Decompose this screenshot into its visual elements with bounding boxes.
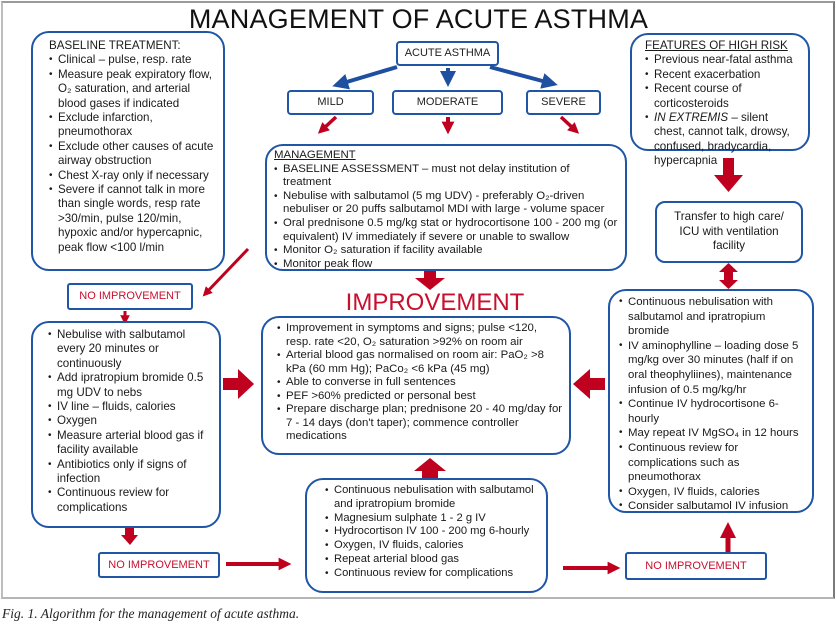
list-item: Continuous review for complications such… [619,441,808,485]
step4-right-box: Continuous nebulisation with salbutamol … [608,289,814,514]
mild-label: MILD [317,96,344,109]
step2-list: Nebulise with salbutamol every 20 minute… [48,328,213,515]
list-item: Magnesium sulphate 1 - 2 g IV [325,512,542,526]
management-list: BASELINE ASSESSMENT – must not delay ins… [274,163,619,272]
figure-caption: Fig. 1. Algorithm for the management of … [2,606,300,621]
transfer-box: Transfer to high care/ ICU with ventilat… [655,201,803,263]
no-improvement-box-1: NO IMPROVEMENT [67,283,193,310]
list-item: Exclude other causes of acute airway obs… [49,140,217,169]
step4-list: Continuous nebulisation with salbutamol … [619,295,808,514]
moderate-label: MODERATE [416,96,479,109]
step3-bottom-box: Continuous nebulisation with salbutamol … [305,478,548,593]
baseline-list: Clinical – pulse, resp. rate Measure pea… [49,53,217,255]
high-risk-heading: FEATURES OF HIGH RISK [645,39,788,52]
list-item: Oxygen, IV fluids, calories [619,485,808,500]
management-box: MANAGEMENT BASELINE ASSESSMENT – must no… [265,144,627,271]
no-improvement-label: NO IMPROVEMENT [108,558,210,571]
list-item: Recent exacerbation [645,68,802,83]
transfer-label: Transfer to high care/ ICU with ventilat… [674,210,784,253]
list-item: BASELINE ASSESSMENT – must not delay ins… [274,163,619,190]
list-item: Prepare discharge plan; prednisone 20 - … [277,403,563,444]
improvement-list: Improvement in symptoms and signs; pulse… [277,322,563,444]
list-item: Nebulise with salbutamol (5 mg UDV) - pr… [274,190,619,217]
severe-label: SEVERE [541,96,586,109]
step3-list: Continuous nebulisation with salbutamol … [325,484,542,581]
baseline-treatment-box: BASELINE TREATMENT: Clinical – pulse, re… [31,31,225,271]
list-item: Continuous review for complications [48,486,213,515]
list-item: Oxygen, IV fluids, calories [325,539,542,553]
list-item: Continue IV hydrocortisone 6-hourly [619,397,808,426]
high-risk-box: FEATURES OF HIGH RISK Previous near-fata… [630,33,810,167]
list-item: Monitor O₂ saturation if facility availa… [274,244,619,258]
list-item: Monitor peak flow [274,258,619,272]
list-item: Improvement in symptoms and signs; pulse… [277,322,563,349]
high-risk-list: Previous near-fatal asthma Recent exacer… [645,53,802,168]
moderate-box: MODERATE [392,90,503,115]
list-item: PEF >60% predicted or personal best [277,390,563,404]
list-item: Exclude infarction, pneumothorax [49,111,217,140]
severe-box: SEVERE [526,90,601,115]
list-item: Clinical – pulse, resp. rate [49,53,217,68]
extremis-text: – silent chest, cannot talk, drowsy, con… [654,111,790,168]
acute-asthma-box: ACUTE ASTHMA [396,41,499,66]
list-item: May repeat IV MgSO₄ in 12 hours [619,426,808,441]
improvement-box: Improvement in symptoms and signs; pulse… [261,316,571,455]
step2-left-box: Nebulise with salbutamol every 20 minute… [31,321,221,528]
diagram-title: MANAGEMENT OF ACUTE ASTHMA [188,4,649,34]
list-item: Oxygen [48,414,213,429]
list-item: Measure arterial blood gas if facility a… [48,429,213,458]
baseline-heading: BASELINE TREATMENT: [49,39,181,52]
list-item: Arterial blood gas normalised on room ai… [277,349,563,376]
list-item: Chest X-ray only if necessary [49,169,217,184]
acute-asthma-label: ACUTE ASTHMA [404,47,491,60]
list-item: Hydrocortison IV 100 - 200 mg 6-hourly [325,525,542,539]
no-improvement-box-2: NO IMPROVEMENT [98,552,220,578]
management-heading: MANAGEMENT [274,149,356,161]
list-item-extremis: IN EXTREMIS – silent chest, cannot talk,… [645,111,802,169]
list-item: Antibiotics only if signs of infection [48,458,213,487]
list-item: Continuous review for complications [325,567,542,581]
list-item: Recent course of corticosteroids [645,82,802,111]
list-item: Oral prednisone 0.5 mg/kg stat or hydroc… [274,217,619,244]
no-improvement-label: NO IMPROVEMENT [645,559,747,572]
list-item: Continuous nebulisation with salbutamol … [619,295,808,339]
list-item: IV line – fluids, calories [48,400,213,415]
list-item: Severe if cannot talk in more than singl… [49,183,217,255]
extremis-label: IN EXTREMIS [654,111,729,125]
list-item: Able to converse in full sentences [277,376,563,390]
list-item: Repeat arterial blood gas [325,553,542,567]
list-item: Nebulise with salbutamol every 20 minute… [48,328,213,371]
list-item: IV aminophylline – loading dose 5 mg/kg … [619,339,808,397]
list-item: Continuous nebulisation with salbutamol … [325,484,542,512]
list-item: Consider salbutamol IV infusion [619,499,808,514]
no-improvement-label: NO IMPROVEMENT [79,290,181,303]
no-improvement-box-3: NO IMPROVEMENT [625,552,767,580]
mild-box: MILD [287,90,374,115]
list-item: Measure peak expiratory flow, O₂ saturat… [49,68,217,111]
list-item: Previous near-fatal asthma [645,53,802,68]
figure-frame [1,1,835,599]
list-item: Add ipratropium bromide 0.5 mg UDV to ne… [48,371,213,400]
improvement-title: IMPROVEMENT [345,289,525,316]
